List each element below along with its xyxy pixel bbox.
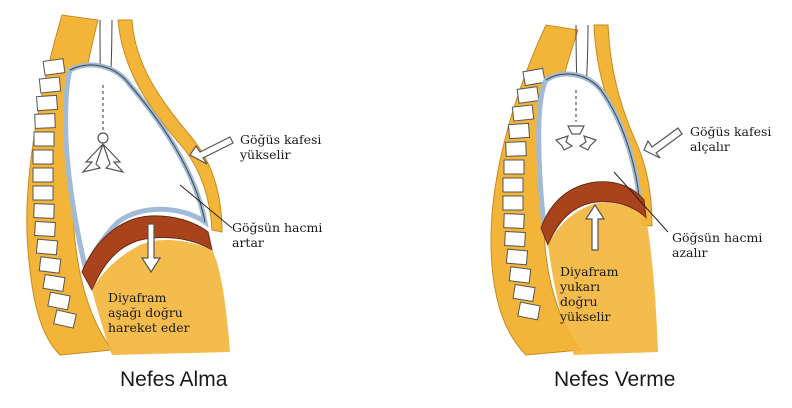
- panel-caption: Nefes Verme: [554, 368, 675, 392]
- diaphragm-label-line: Diyafram: [108, 290, 190, 305]
- volume-label-line: Göğsün hacmi: [672, 230, 762, 245]
- ribcage-arrow: [644, 128, 682, 158]
- diaphragm-label-line: Diyafram: [560, 264, 618, 279]
- diaphragm-label-line: aşağı doğru: [108, 305, 190, 320]
- ribcage-label-line: yükselir: [240, 147, 321, 162]
- diaphragm-label: Diyafram aşağı doğru hareket eder: [108, 290, 190, 335]
- exhale-illustration: [396, 0, 792, 408]
- ribcage-label: Göğüs kafesi yükselir: [240, 132, 321, 162]
- panel-inhale: Göğüs kafesi yükselir Göğsün hacmi artar…: [0, 0, 396, 408]
- ribcage-label-line: alçalır: [690, 139, 771, 154]
- diaphragm-label-line: yükselir: [560, 309, 618, 324]
- ribcage-label-line: Göğüs kafesi: [240, 132, 321, 147]
- ribcage-label: Göğüs kafesi alçalır: [690, 124, 771, 154]
- volume-label-line: azalır: [672, 245, 762, 260]
- panel-caption: Nefes Alma: [120, 368, 227, 392]
- volume-label: Göğsün hacmi artar: [232, 220, 322, 250]
- diaphragm-label-line: yukarı: [560, 279, 618, 294]
- volume-label: Göğsün hacmi azalır: [672, 230, 762, 260]
- diaphragm-label: Diyafram yukarı doğru yükselir: [560, 264, 618, 324]
- diaphragm-label-line: doğru: [560, 294, 618, 309]
- ribcage-label-line: Göğüs kafesi: [690, 124, 771, 139]
- volume-label-line: Göğsün hacmi: [232, 220, 322, 235]
- inhale-illustration: [0, 0, 396, 408]
- volume-label-line: artar: [232, 235, 322, 250]
- diaphragm-label-line: hareket eder: [108, 320, 190, 335]
- panel-exhale: Göğüs kafesi alçalır Göğsün hacmi azalır…: [396, 0, 792, 408]
